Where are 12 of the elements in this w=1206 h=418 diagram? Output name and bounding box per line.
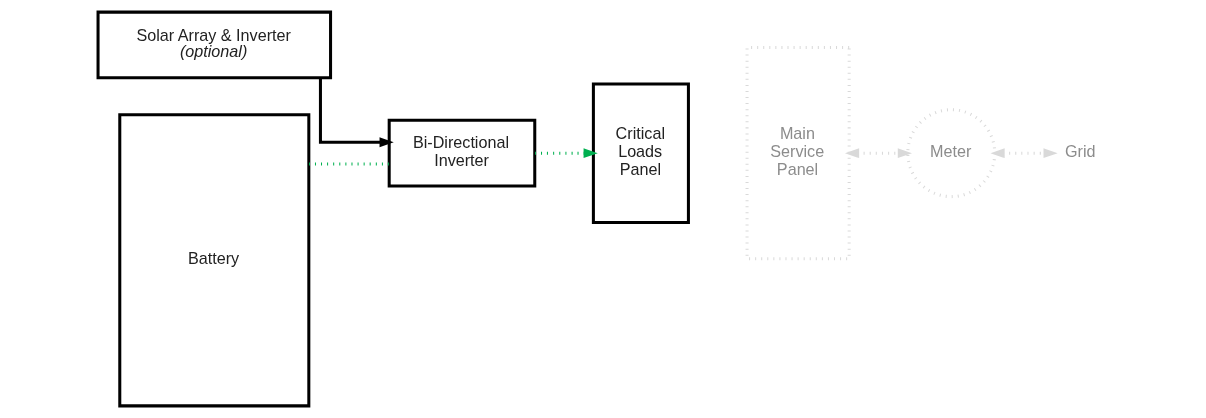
node-box: Battery <box>118 113 311 408</box>
node-circle: Meter <box>906 108 997 199</box>
arrow <box>535 148 598 159</box>
arrow <box>318 77 394 148</box>
node-box: Bi-Directional Inverter <box>387 118 537 188</box>
node-text: Grid <box>1064 141 1096 160</box>
node-box: Solar Array & Inverter (optional) <box>96 10 333 80</box>
arrow <box>844 148 912 159</box>
arrow <box>990 148 1058 159</box>
connector <box>309 162 389 166</box>
node-box: Critical Loads Panel <box>591 82 690 224</box>
node-box: Main Service Panel <box>745 46 851 261</box>
